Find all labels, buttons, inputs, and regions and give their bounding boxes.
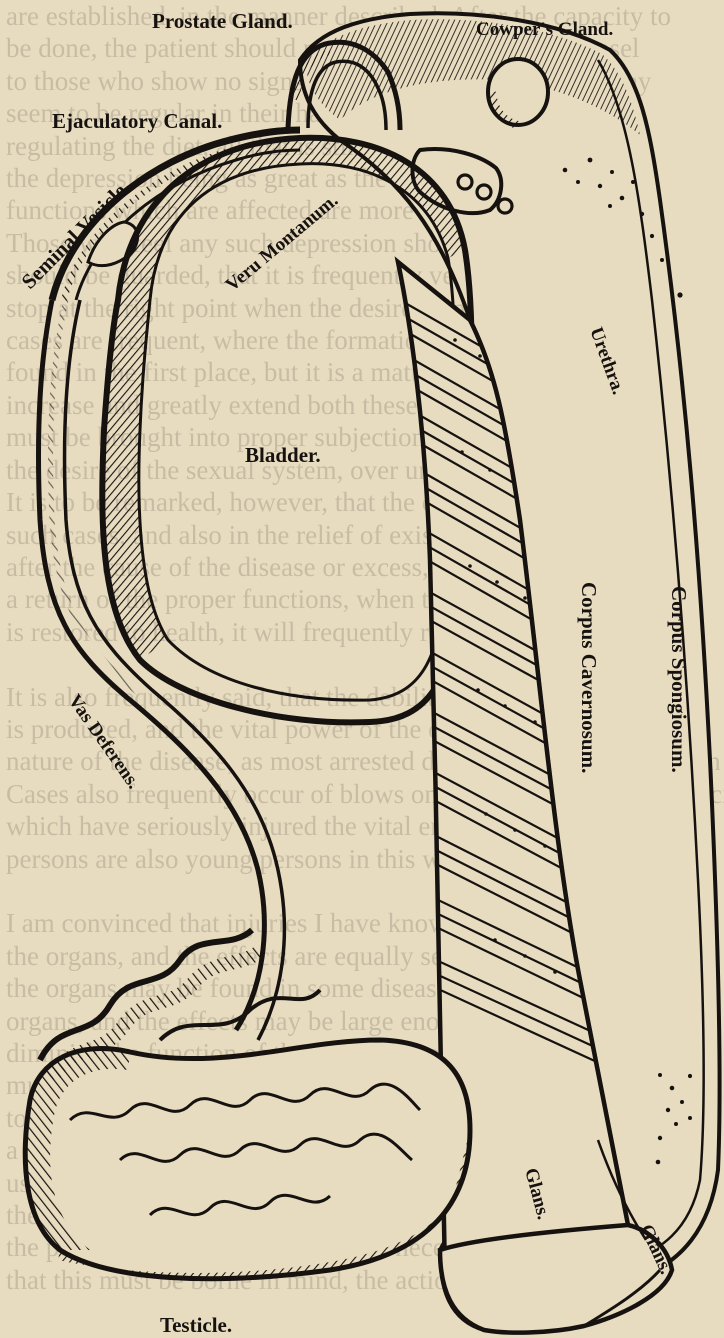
cowpers-gland — [488, 59, 548, 125]
label-cowpers-gland: Cowper's Gland. — [476, 19, 613, 40]
label-testicle: Testicle. — [160, 1313, 232, 1337]
label-veru-montanum: Veru Montanum. — [222, 190, 343, 296]
label-corpus-cavernosum: Corpus Cavernosum. — [577, 582, 601, 773]
label-ejaculatory-canal: Ejaculatory Canal. — [52, 109, 222, 133]
testicle — [25, 930, 470, 1279]
label-corpus-spongiosum: Corpus Spongiosum. — [667, 586, 691, 773]
vas-deferens — [39, 300, 285, 1040]
label-vas-deferens: Vas Deferens. — [64, 691, 144, 793]
label-bladder: Bladder. — [245, 443, 321, 467]
label-prostate-gland: Prostate Gland. — [152, 9, 293, 33]
